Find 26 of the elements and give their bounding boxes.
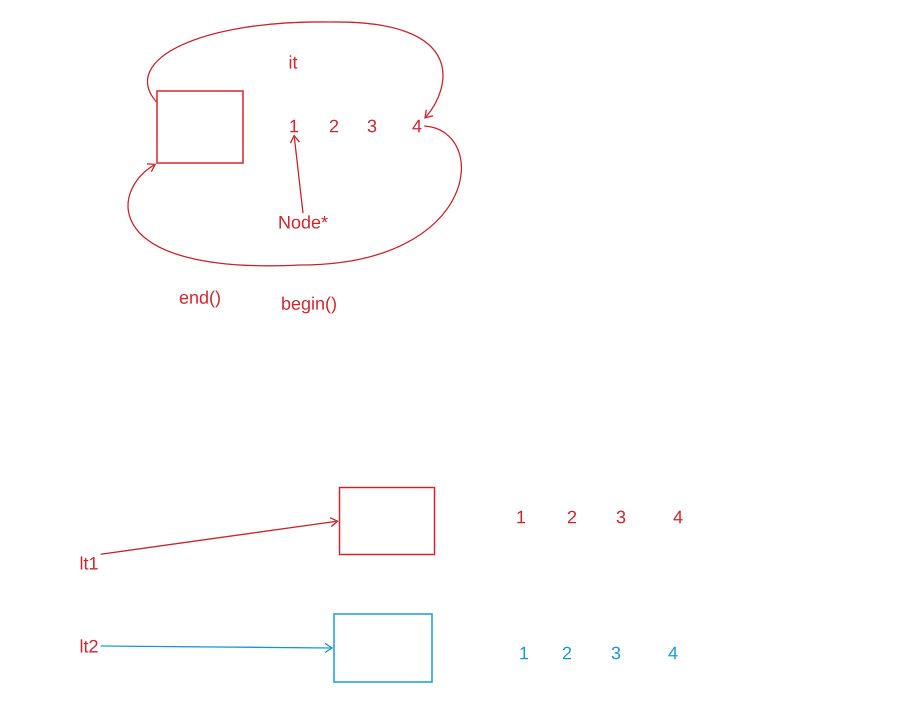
- node-label: lt1: [80, 556, 98, 570]
- text-label: 4: [673, 510, 682, 524]
- text-label: 1: [520, 646, 528, 660]
- box: [156, 90, 244, 164]
- arrow: [100, 517, 339, 555]
- text-label: begin(): [282, 296, 336, 314]
- text-label: 1: [517, 510, 526, 524]
- node-label: 1: [290, 120, 298, 132]
- text-label: end(): [180, 290, 220, 308]
- text-label: 2: [568, 510, 576, 524]
- text-label: 2: [330, 120, 338, 132]
- text-label: 4: [668, 646, 678, 660]
- box: [333, 613, 433, 683]
- box: [338, 486, 436, 556]
- node-label: lt2: [80, 639, 98, 653]
- text-label: 3: [612, 646, 620, 660]
- text-label: 3: [616, 510, 626, 524]
- arrow: [100, 642, 334, 653]
- arrow: [290, 134, 304, 214]
- arrow: [147, 21, 444, 119]
- arrow: [128, 125, 462, 266]
- node-label: Node*: [279, 215, 328, 229]
- text-label: it: [290, 55, 298, 69]
- text-label: 3: [368, 120, 376, 132]
- node-label: 4: [412, 120, 422, 132]
- text-label: 2: [562, 646, 572, 660]
